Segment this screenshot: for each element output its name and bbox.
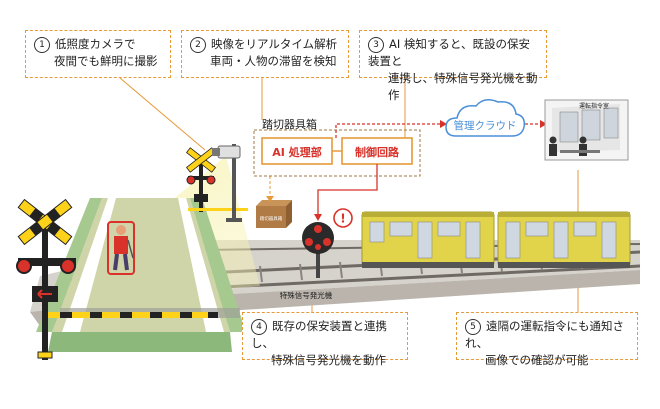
callout-1-line1: 低照度カメラで: [55, 37, 136, 51]
callout-5-line2: 画像での確認が可能: [485, 353, 589, 367]
control-circuit-label: 制御回路: [355, 145, 400, 159]
control-room: 運転指令室: [544, 99, 629, 161]
callout-1-line2: 夜間でも鮮明に撮影: [54, 54, 158, 68]
cloud-label: 管理クラウド: [454, 119, 517, 132]
equipment-crate: 踏切器具箱: [256, 200, 292, 228]
callout-3-line1: AI 検知すると、既設の保安装置と: [368, 37, 530, 68]
crate-label: 踏切器具箱: [260, 215, 283, 222]
callout-4-line2: 特殊信号発光機を動作: [271, 353, 386, 367]
equipment-box-label: 踏切器具箱: [262, 117, 317, 131]
alert-mark: !: [340, 212, 345, 226]
equipment-box: 踏切器具箱 AI 処理部 制御回路: [253, 117, 421, 177]
callout-5-number: 5: [465, 319, 481, 335]
ai-unit-label: AI 処理部: [272, 145, 321, 159]
train-car-2: [497, 211, 631, 268]
callout-2: 2 映像をリアルタイム解析 車両・人物の滞留を検知: [181, 30, 349, 78]
callout-5-line1: 遠隔の運転指令にも通知され、: [465, 319, 624, 350]
control-room-label: 運転指令室: [579, 102, 609, 110]
callout-1-number: 1: [34, 37, 50, 53]
signal-label: 特殊信号発光機: [280, 290, 333, 300]
callout-1: 1 低照度カメラで 夜間でも鮮明に撮影: [25, 30, 171, 78]
callout-3-line2: 連携し、特殊信号発光機を動作: [388, 71, 538, 102]
train: [361, 211, 631, 268]
callout-2-line2: 車両・人物の滞留を検知: [210, 54, 337, 68]
management-cloud: 管理クラウド: [445, 99, 526, 137]
detected-pedestrian: [107, 221, 135, 275]
alert-icon: !: [333, 208, 353, 228]
callout-4-line1: 既存の保安装置と連携し、: [251, 319, 387, 350]
callout-3-number: 3: [368, 37, 384, 53]
special-signal-light: [302, 222, 334, 278]
crossing-gate-barrier: [48, 312, 218, 318]
callout-4-number: 4: [251, 319, 267, 335]
callout-2-line1: 映像をリアルタイム解析: [211, 37, 338, 51]
callout-2-number: 2: [190, 37, 206, 53]
low-light-camera: [212, 144, 242, 222]
train-car-1: [361, 211, 495, 268]
crossing-signal-far: [185, 147, 248, 212]
flow-arrows: [317, 123, 540, 216]
crossing-signal-near: [16, 198, 218, 360]
